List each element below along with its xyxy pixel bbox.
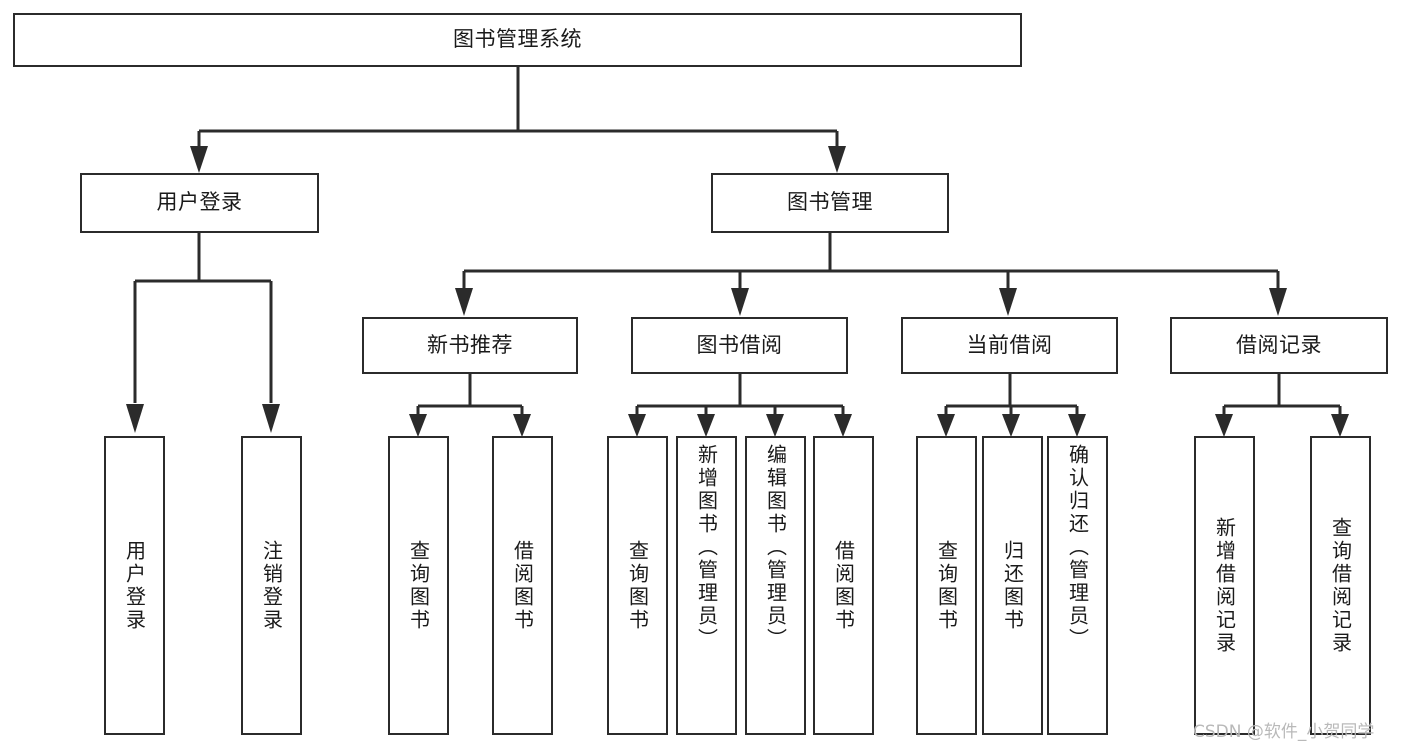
- node-leaf-borrow-book-1[interactable]: 借阅图书: [492, 436, 553, 735]
- node-user-login-label: 用户登录: [156, 190, 243, 215]
- node-leaf-query-book-3[interactable]: 查询图书: [916, 436, 977, 735]
- node-leaf-logout-login[interactable]: 注销登录: [241, 436, 302, 735]
- node-new-book-recommend[interactable]: 新书推荐: [362, 317, 578, 374]
- node-book-management-label: 图书管理: [787, 190, 873, 215]
- node-root-system[interactable]: 图书管理系统: [13, 13, 1022, 67]
- node-leaf-add-record[interactable]: 新增借阅记录: [1194, 436, 1255, 735]
- node-book-management[interactable]: 图书管理: [711, 173, 949, 233]
- node-leaf-confirm-return[interactable]: 确认归还（管理员）: [1047, 436, 1108, 735]
- node-leaf-user-login-label: 用户登录: [122, 539, 147, 632]
- node-borrow-record[interactable]: 借阅记录: [1170, 317, 1388, 374]
- node-current-borrow-label: 当前借阅: [966, 332, 1053, 357]
- node-root-system-label: 图书管理系统: [453, 27, 582, 52]
- node-leaf-borrow-book-2-label: 借阅图书: [831, 539, 856, 632]
- node-leaf-query-record[interactable]: 查询借阅记录: [1310, 436, 1371, 735]
- node-leaf-query-book-1[interactable]: 查询图书: [388, 436, 449, 735]
- node-leaf-query-record-label: 查询借阅记录: [1328, 516, 1353, 655]
- node-leaf-edit-book-label: 编辑图书（管理员）: [763, 444, 788, 651]
- node-leaf-user-login[interactable]: 用户登录: [104, 436, 165, 735]
- node-user-login[interactable]: 用户登录: [80, 173, 319, 233]
- node-book-borrow-label: 图书借阅: [696, 332, 783, 357]
- node-leaf-return-book-label: 归还图书: [1000, 539, 1025, 632]
- node-leaf-add-book-label: 新增图书（管理员）: [694, 444, 719, 651]
- node-leaf-add-record-label: 新增借阅记录: [1212, 516, 1237, 655]
- node-leaf-query-book-2[interactable]: 查询图书: [607, 436, 668, 735]
- node-leaf-confirm-return-label: 确认归还（管理员）: [1065, 444, 1090, 651]
- node-leaf-query-book-2-label: 查询图书: [625, 539, 650, 632]
- node-leaf-add-book[interactable]: 新增图书（管理员）: [676, 436, 737, 735]
- node-borrow-record-label: 借阅记录: [1236, 332, 1322, 357]
- node-leaf-return-book[interactable]: 归还图书: [982, 436, 1043, 735]
- node-leaf-edit-book[interactable]: 编辑图书（管理员）: [745, 436, 806, 735]
- node-leaf-borrow-book-1-label: 借阅图书: [510, 539, 535, 632]
- node-book-borrow[interactable]: 图书借阅: [631, 317, 848, 374]
- node-leaf-logout-login-label: 注销登录: [259, 539, 284, 632]
- node-leaf-query-book-3-label: 查询图书: [934, 539, 959, 632]
- node-current-borrow[interactable]: 当前借阅: [901, 317, 1118, 374]
- node-leaf-query-book-1-label: 查询图书: [406, 539, 431, 632]
- node-leaf-borrow-book-2[interactable]: 借阅图书: [813, 436, 874, 735]
- arrowhead-layer: [126, 146, 1349, 437]
- node-new-book-recommend-label: 新书推荐: [427, 332, 513, 357]
